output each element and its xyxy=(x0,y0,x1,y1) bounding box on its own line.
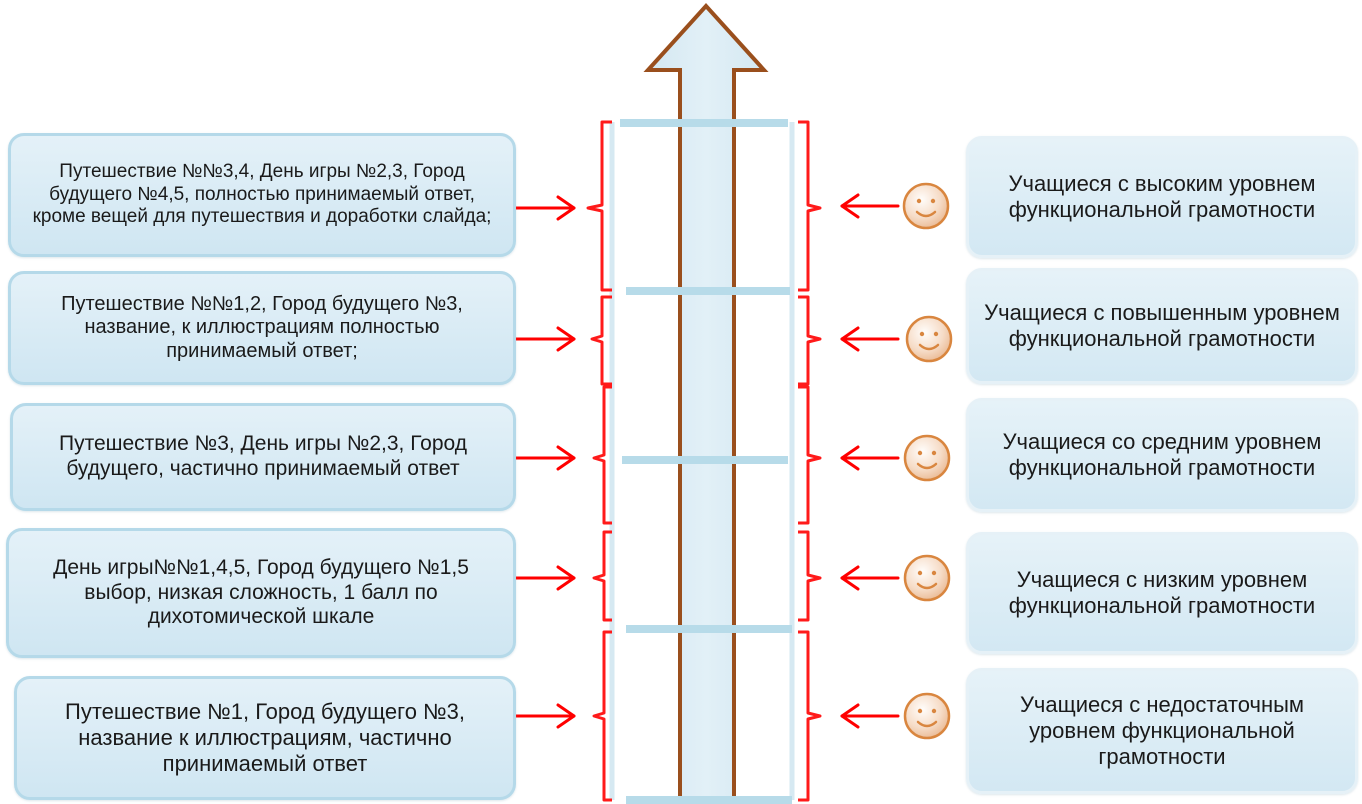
criteria-text: Путешествие №№3,4, День игры №2,3, Город… xyxy=(32,161,492,228)
bracket xyxy=(586,120,612,292)
ladder-rungs xyxy=(620,119,792,804)
bracket xyxy=(592,385,612,525)
red-arrow-icon xyxy=(514,195,576,221)
bracket xyxy=(798,385,822,525)
red-arrow-icon xyxy=(840,703,900,729)
red-arrow-icon xyxy=(514,703,576,729)
criteria-text: Путешествие №1, Город будущего №3, назва… xyxy=(65,699,465,776)
level-text: Учащиеся с повышенным уровнем функционал… xyxy=(984,300,1340,351)
level-box-low: Учащиеся с низким уровнем функциональной… xyxy=(966,532,1358,654)
level-box-insufficient: Учащиеся с недостаточным уровнем функцио… xyxy=(966,668,1358,794)
criteria-text: Путешествие №№1,2, Город будущего №3, на… xyxy=(61,292,463,362)
criteria-box-1: Путешествие №№3,4, День игры №2,3, Город… xyxy=(8,133,516,257)
column-side-bars xyxy=(609,122,795,800)
level-text: Учащиеся со средним уровнем функциональн… xyxy=(1002,429,1322,480)
smiley-face-icon xyxy=(905,315,953,363)
red-arrow-icon xyxy=(514,445,576,471)
criteria-text: Путешествие №3, День игры №2,3, Город бу… xyxy=(58,432,468,480)
left-brackets xyxy=(586,120,612,802)
bracket xyxy=(590,295,612,386)
red-arrow-icon xyxy=(514,326,576,352)
level-text: Учащиеся с недостаточным уровнем функцио… xyxy=(1019,692,1305,769)
red-arrow-icon xyxy=(514,565,576,591)
criteria-box-2: Путешествие №№1,2, Город будущего №3, на… xyxy=(8,271,516,385)
criteria-text: День игры№№1,4,5, Город будущего №1,5 вы… xyxy=(53,555,469,629)
criteria-box-3: Путешествие №3, День игры №2,3, Город бу… xyxy=(10,403,516,511)
red-arrow-icon xyxy=(840,326,900,352)
bracket xyxy=(798,295,822,386)
bracket xyxy=(592,630,612,802)
red-arrow-icon xyxy=(840,445,900,471)
bracket xyxy=(798,530,822,622)
up-arrow-icon xyxy=(643,3,769,804)
smiley-face-icon xyxy=(903,434,951,482)
criteria-box-5: Путешествие №1, Город будущего №3, назва… xyxy=(14,676,516,800)
red-arrow-icon xyxy=(840,193,900,219)
right-brackets xyxy=(798,120,822,802)
right-arrows xyxy=(840,193,900,729)
level-text: Учащиеся с высоким уровнем функционально… xyxy=(1008,171,1316,222)
level-box-medium: Учащиеся со средним уровнем функциональн… xyxy=(966,398,1358,512)
bracket xyxy=(798,120,822,292)
smileys xyxy=(902,182,953,740)
bracket xyxy=(592,530,612,622)
criteria-box-4: День игры№№1,4,5, Город будущего №1,5 вы… xyxy=(6,528,516,658)
smiley-face-icon xyxy=(903,554,951,602)
smiley-face-icon xyxy=(903,692,951,740)
left-arrows xyxy=(514,195,576,729)
level-text: Учащиеся с низким уровнем функциональной… xyxy=(1008,567,1316,618)
red-arrow-icon xyxy=(840,565,900,591)
smiley-face-icon xyxy=(902,182,950,230)
bracket xyxy=(798,630,822,802)
level-box-high: Учащиеся с высоким уровнем функционально… xyxy=(966,136,1358,258)
level-box-elevated: Учащиеся с повышенным уровнем функционал… xyxy=(966,268,1358,384)
